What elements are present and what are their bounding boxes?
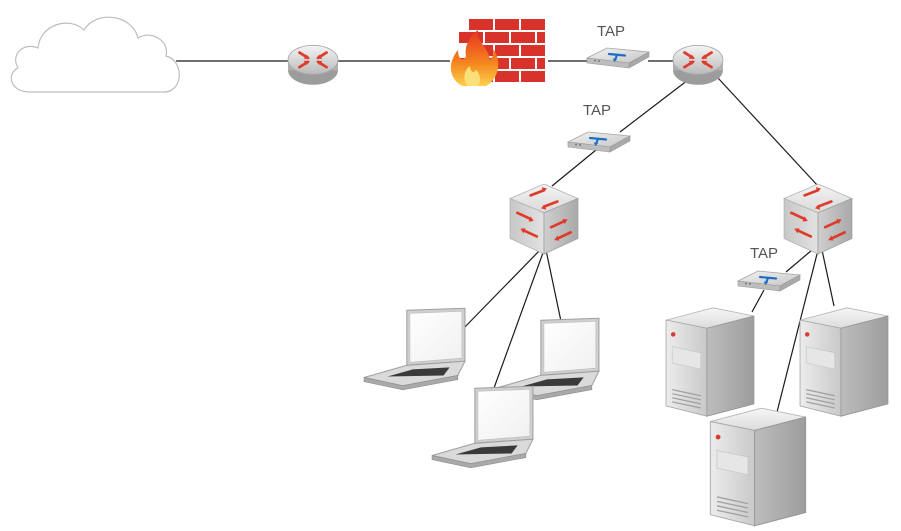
link-tap-server-a bbox=[751, 289, 765, 313]
switch-icon bbox=[782, 182, 854, 256]
connection-lines bbox=[176, 60, 835, 417]
network-tap-icon bbox=[585, 46, 651, 70]
router-icon bbox=[672, 43, 724, 87]
tap-label-top: TAP bbox=[597, 23, 625, 40]
network-tap-icon bbox=[566, 130, 632, 154]
link-switch-left-laptop-b bbox=[493, 249, 545, 389]
link-switch-right-tap bbox=[785, 249, 813, 273]
server-icon bbox=[665, 307, 755, 417]
link-switch-left-laptop-a bbox=[461, 247, 543, 331]
link-core-router-switch-right bbox=[717, 77, 819, 187]
network-tap-icon bbox=[736, 269, 802, 293]
link-tap-switch-left bbox=[551, 149, 597, 187]
link-switch-left-laptop-c bbox=[545, 249, 563, 327]
link-core-router-tap bbox=[619, 79, 689, 133]
server-icon bbox=[709, 407, 807, 527]
laptop-icon bbox=[431, 385, 534, 469]
server-icon bbox=[799, 307, 889, 417]
router-icon bbox=[287, 43, 339, 87]
firewall-icon bbox=[450, 17, 547, 86]
link-switch-right-server-c bbox=[821, 249, 835, 307]
laptop-icon bbox=[363, 307, 466, 391]
cloud-icon bbox=[10, 16, 180, 93]
tap-label-middle: TAP bbox=[583, 102, 611, 119]
tap-label-right: TAP bbox=[750, 245, 778, 262]
link-switch-right-server-b bbox=[775, 249, 819, 417]
switch-icon bbox=[508, 182, 580, 256]
